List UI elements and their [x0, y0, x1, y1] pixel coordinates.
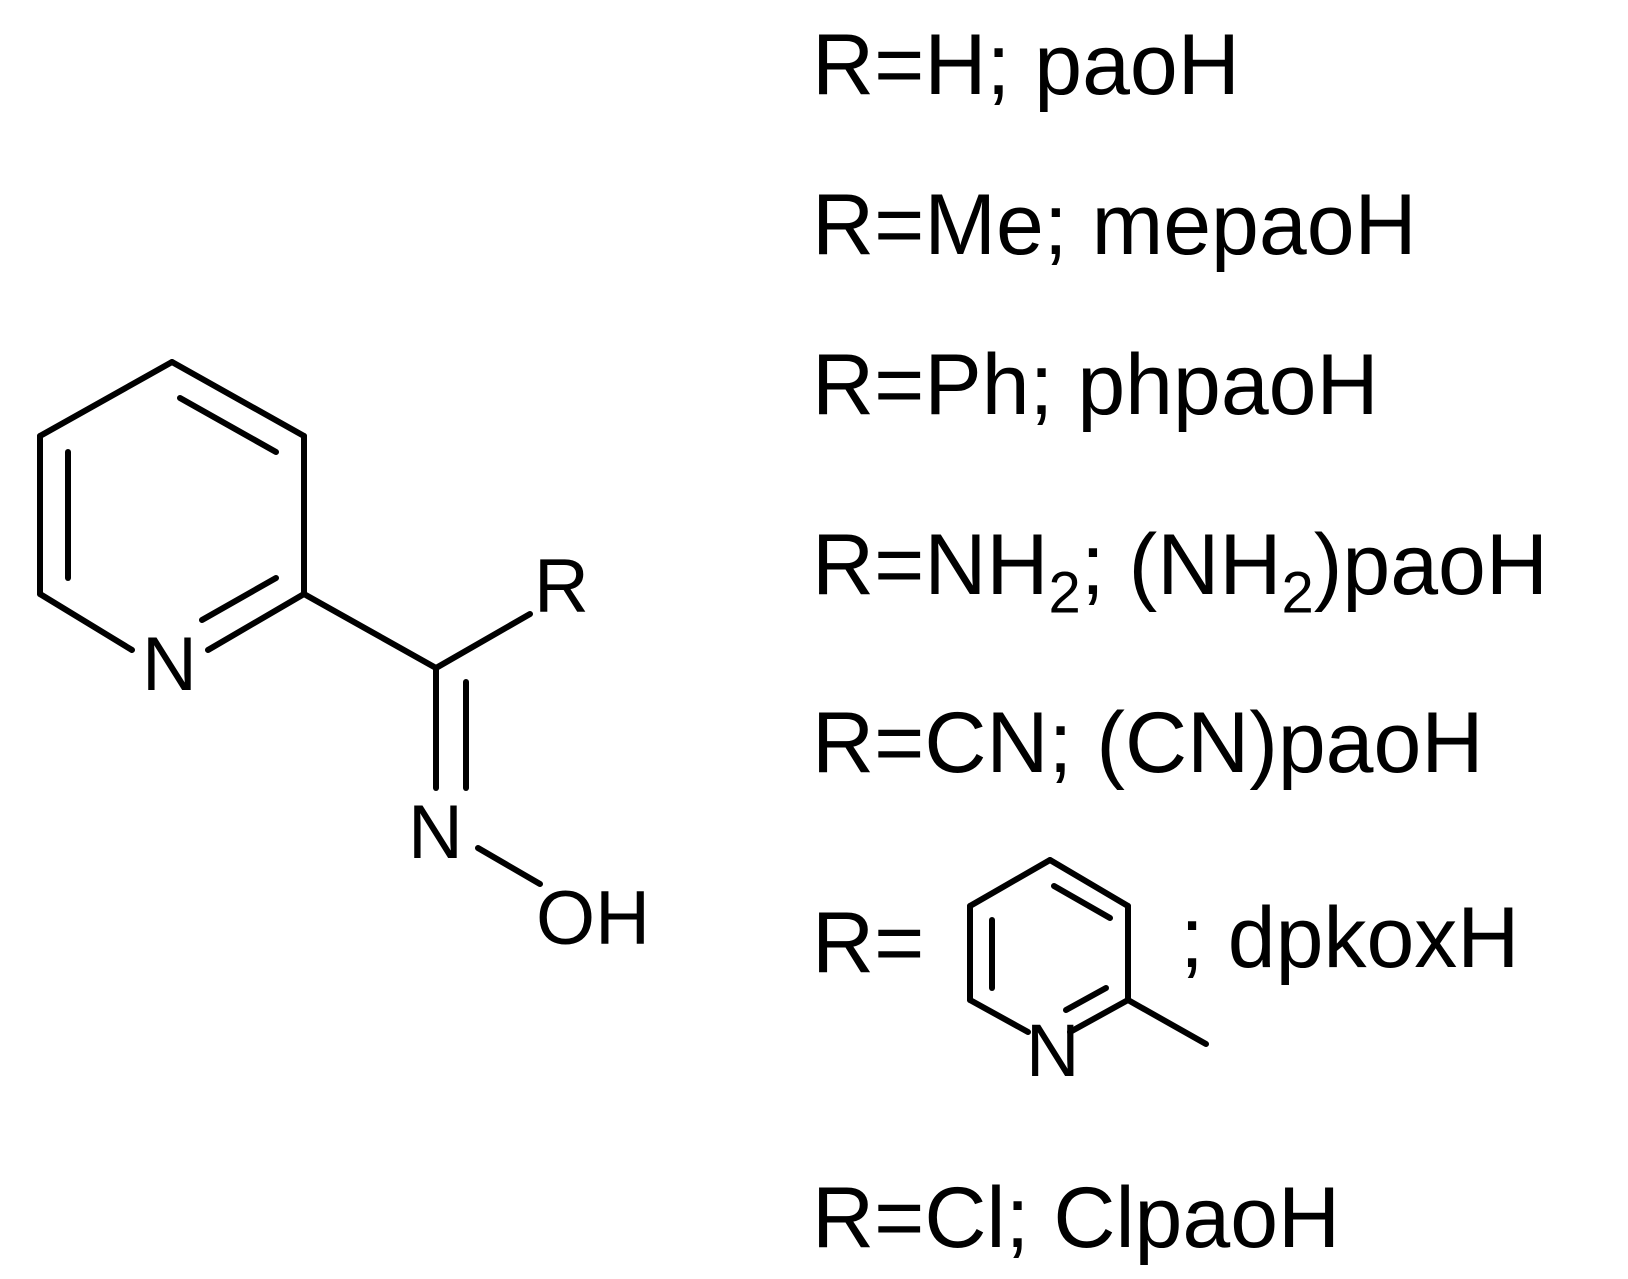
sub-ring-bond — [1067, 997, 1131, 1035]
definition-clpaoh: R=Cl; ClpaoH — [812, 1170, 1341, 1266]
ring-bond — [37, 591, 135, 653]
pyridyl-oxime-structure: N R N OH — [37, 359, 650, 961]
sub-ring-bond — [967, 997, 1031, 1035]
bond-n-o — [475, 845, 543, 887]
sub-ring-nitrogen-label: N — [1026, 1009, 1079, 1092]
oxime-nitrogen-label: N — [408, 790, 463, 875]
sub-ring-attachment-bond — [1125, 997, 1209, 1047]
sub-ring-double-bond — [1051, 883, 1113, 921]
sub-ring-double-bond — [1063, 985, 1109, 1013]
definition-paoh: R=H; paoH — [812, 17, 1240, 113]
definition-dpkoxh-r: R= — [812, 895, 925, 991]
bond-carbon-to-r — [433, 611, 533, 671]
ring-bond — [205, 591, 307, 653]
sub-ring-bond — [1047, 857, 1131, 909]
bond-ring-to-carbon — [301, 591, 439, 671]
definition-cnpaoh: R=CN; (CN)paoH — [812, 695, 1484, 791]
ring-double-bond — [199, 575, 279, 623]
definition-mepaoh: R=Me; mepaoH — [812, 177, 1417, 273]
definition-phpaoh: R=Ph; phpaoH — [812, 337, 1379, 433]
pyridyl-substituent-ring: N — [967, 857, 1209, 1092]
definition-dpkoxh-name: ; dpkoxH — [1180, 890, 1520, 986]
ring-bond — [169, 359, 307, 439]
ring-nitrogen-label: N — [142, 622, 197, 707]
definition-nh2paoh: R=NH2; (NH2)paoH — [812, 517, 1548, 626]
hydroxyl-label: OH — [536, 876, 650, 961]
r-group-label: R — [534, 544, 589, 629]
ring-bond — [37, 359, 175, 439]
ring-double-bond — [177, 395, 279, 455]
sub-ring-bond — [967, 857, 1053, 909]
